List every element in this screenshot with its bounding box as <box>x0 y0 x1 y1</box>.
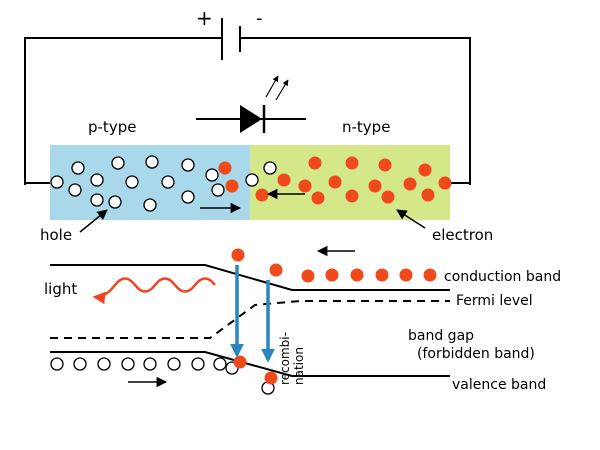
valence-band-holes <box>50 355 278 395</box>
fermi-level-label: Fermi level <box>456 293 533 309</box>
electron-carrier <box>403 177 417 191</box>
electron-carrier <box>233 355 247 369</box>
hole-carrier <box>181 158 195 172</box>
n-type-label: n-type <box>342 118 390 136</box>
electron-carrier <box>345 189 359 203</box>
hole-pointer-arrow <box>79 209 108 233</box>
hole-carrier <box>97 357 111 371</box>
hole-carrier <box>71 161 85 175</box>
n-region-electrons <box>255 156 452 205</box>
electron-carrier <box>375 268 389 282</box>
recombination-label-line2: nation <box>292 347 306 385</box>
valence-band-label: valence band <box>452 377 546 393</box>
conduction-band-edge <box>50 264 450 291</box>
band-gap-label-line2: (forbidden band) <box>417 346 535 362</box>
led-diode-icon <box>196 105 306 133</box>
band-gap-label-line1: band gap <box>408 328 474 344</box>
hole-carrier <box>145 155 159 169</box>
hole-carrier <box>125 175 139 189</box>
electron-carrier <box>269 263 283 277</box>
light-label: light <box>44 280 77 298</box>
conduction-band-electrons <box>231 248 437 283</box>
electron-carrier <box>423 268 437 282</box>
hole-carrier <box>108 195 122 209</box>
hole-carrier <box>245 173 259 187</box>
recombination-label-line1: recombi- <box>278 332 292 385</box>
electron-carrier <box>381 190 395 204</box>
hole-carrier <box>161 175 175 189</box>
electron-carrier <box>231 248 245 262</box>
hole-carrier <box>205 168 219 182</box>
electron-carrier <box>311 191 325 205</box>
light-emission-arrows-icon <box>265 75 289 101</box>
hole-carrier <box>143 357 157 371</box>
electron-carrier <box>298 179 312 193</box>
hole-carrier <box>50 357 64 371</box>
electron-carrier <box>277 173 291 187</box>
p-region-holes <box>50 155 225 212</box>
circuit-wire <box>24 37 471 185</box>
electron-carrier <box>350 268 364 282</box>
hole-carrier <box>167 357 181 371</box>
n-region-holes <box>245 161 277 187</box>
electron-carrier <box>345 156 359 170</box>
hole-carrier <box>121 357 135 371</box>
valence-band-edge <box>50 351 450 377</box>
electron-carrier <box>368 179 382 193</box>
hole-carrier <box>50 175 64 189</box>
hole-carrier <box>263 161 277 175</box>
hole-label: hole <box>40 226 72 244</box>
electron-carrier <box>328 175 342 189</box>
recombination-label: recombi- nation <box>278 332 306 385</box>
hole-carrier <box>191 357 205 371</box>
hole-carrier <box>73 357 87 371</box>
hole-carrier <box>181 190 195 204</box>
electron-label: electron <box>432 226 493 244</box>
hole-carrier <box>211 183 225 197</box>
hole-carrier <box>68 183 82 197</box>
electron-carrier <box>421 188 435 202</box>
electron-carrier <box>225 179 239 193</box>
battery-plus-sign: + <box>196 6 213 30</box>
hole-carrier <box>90 173 104 187</box>
electron-carrier <box>264 371 278 385</box>
recombination-arrows <box>230 265 275 363</box>
electron-carrier <box>255 188 269 202</box>
battery-icon <box>221 18 241 60</box>
electron-carrier <box>218 161 232 175</box>
electron-carrier <box>418 163 432 177</box>
electron-carrier <box>399 268 413 282</box>
electron-carrier <box>438 176 452 190</box>
hole-carrier <box>111 156 125 170</box>
electron-carrier <box>378 158 392 172</box>
electron-carrier <box>308 156 322 170</box>
p-type-label: p-type <box>88 118 136 136</box>
p-region-electrons <box>218 161 239 193</box>
hole-carrier <box>213 357 227 371</box>
light-wave <box>92 277 216 305</box>
electron-carrier <box>301 269 315 283</box>
hole-carrier <box>143 198 157 212</box>
battery-minus-sign: - <box>256 8 263 29</box>
conduction-band-label: conduction band <box>444 269 561 285</box>
hole-carrier <box>90 193 104 207</box>
fermi-level-line <box>50 300 450 339</box>
electron-pointer-arrow <box>396 209 426 229</box>
electron-carrier <box>325 268 339 282</box>
